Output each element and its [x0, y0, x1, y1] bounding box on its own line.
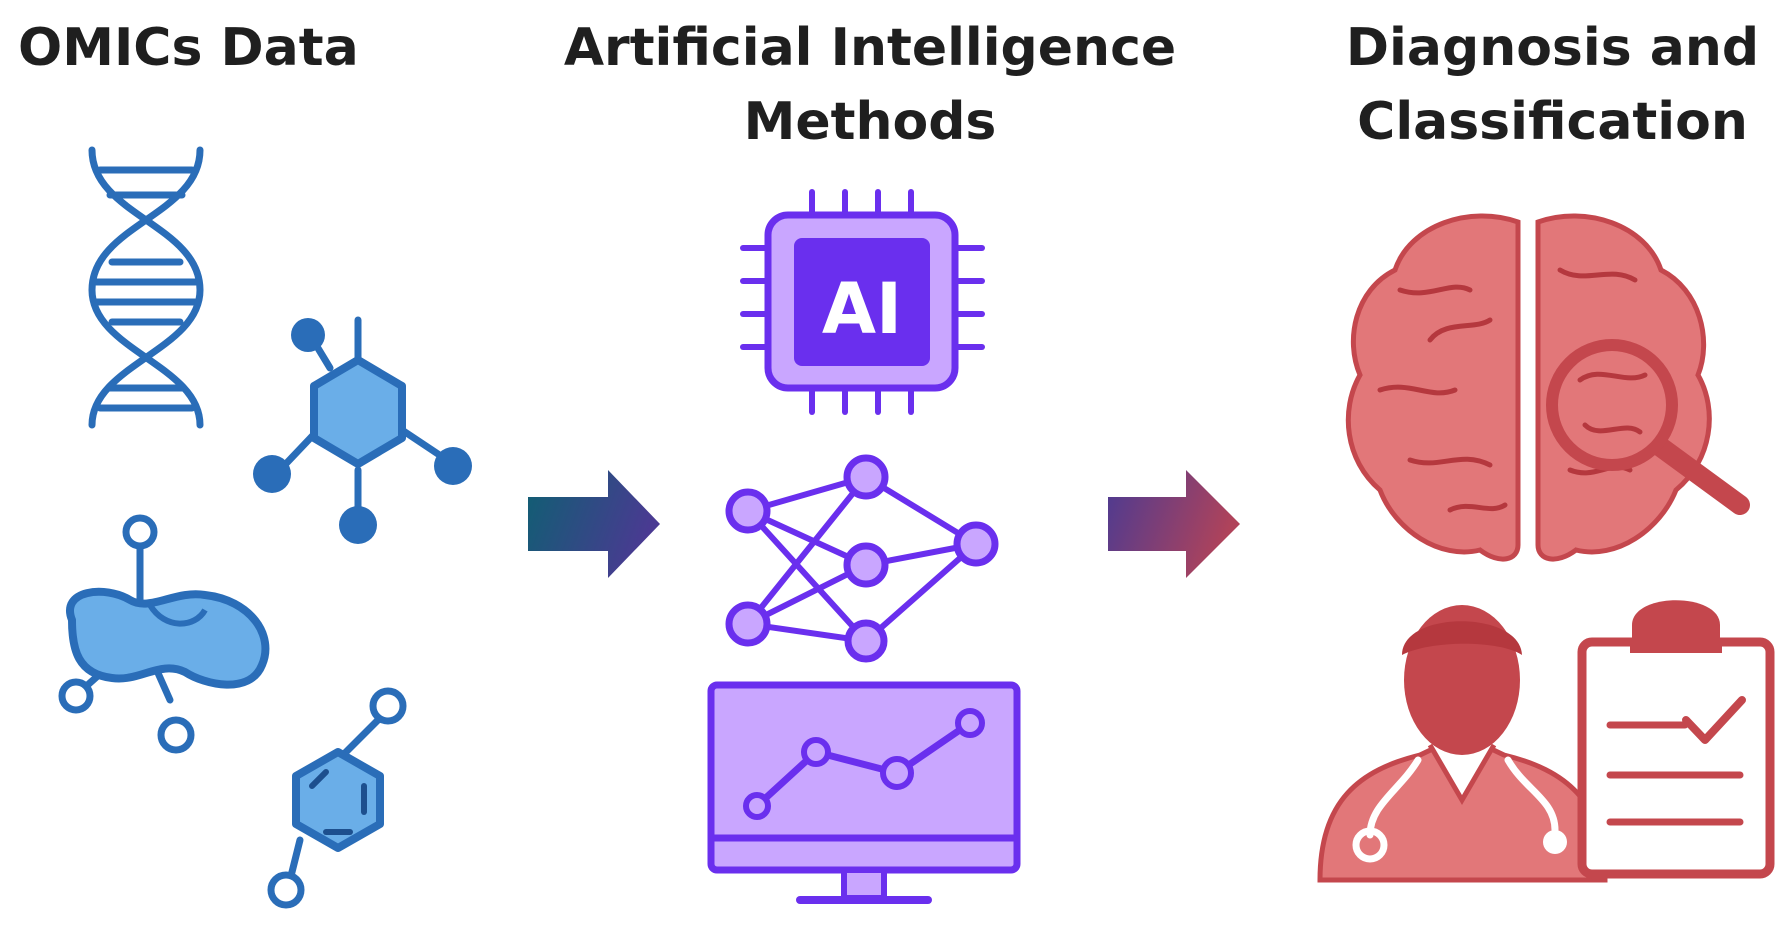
omics-data-heading: OMICs Data — [18, 18, 359, 78]
ai-chip-icon: AI — [740, 189, 985, 415]
chart-monitor-icon — [707, 681, 1021, 904]
doctor-icon — [1317, 605, 1608, 883]
neural-network-icon — [725, 454, 999, 663]
ai-methods-heading-line-2: Methods — [743, 92, 997, 152]
diagnosis-heading-line-1: Diagnosis and — [1345, 18, 1760, 78]
ai-methods-heading: Artificial Intelligence Methods — [560, 11, 1180, 159]
brain-search-icon — [1345, 213, 1750, 562]
benzene-icon — [267, 687, 407, 909]
arrow-omics-to-ai — [528, 470, 660, 578]
ai-chip-label: AI — [822, 268, 902, 350]
clipboard-icon — [1577, 600, 1775, 879]
diagnosis-heading: Diagnosis and Classification — [1330, 11, 1775, 159]
diagnosis-heading-line-2: Classification — [1357, 92, 1748, 152]
dna-icon — [88, 146, 204, 429]
arrow-ai-to-diagnosis — [1108, 470, 1240, 578]
ai-methods-heading-line-1: Artificial Intelligence — [563, 18, 1177, 78]
protein-icon — [58, 514, 270, 754]
molecule-icon — [253, 316, 472, 544]
